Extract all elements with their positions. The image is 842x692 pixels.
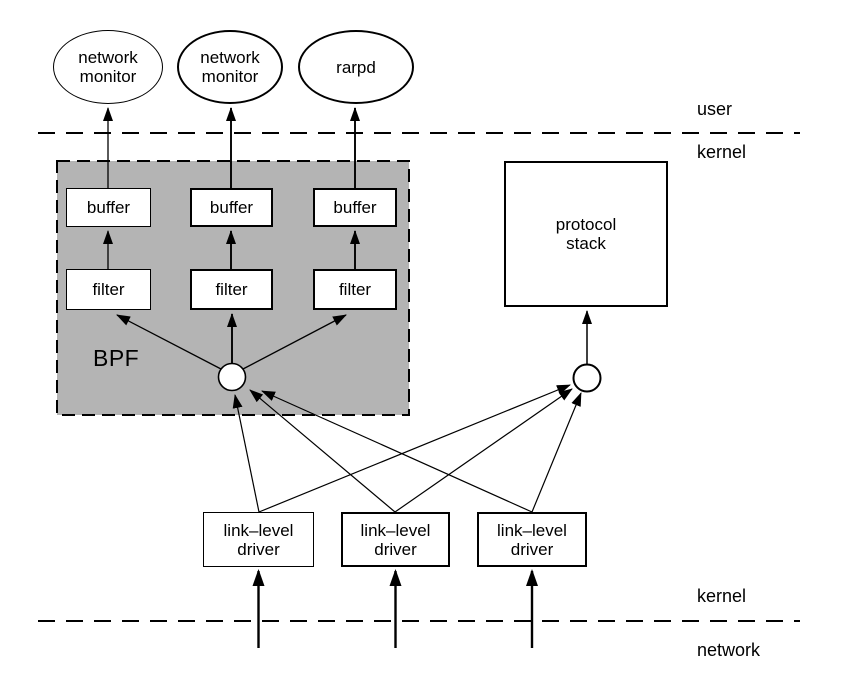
- driver-label: link–level driver: [497, 520, 567, 559]
- process-label: network monitor: [78, 48, 138, 86]
- process-node-rarpd: rarpd: [298, 30, 414, 104]
- filter-label: filter: [338, 280, 372, 299]
- buffer-box-3: buffer: [313, 188, 397, 227]
- buffer-label: buffer: [86, 198, 131, 217]
- layer-label-user: user: [697, 99, 733, 119]
- arrow-driver3-to-stack-tap: [531, 392, 582, 513]
- process-node-network-monitor-1: network monitor: [53, 30, 163, 104]
- arrow-driver2-to-bpf-tap: [249, 389, 396, 513]
- process-label: rarpd: [336, 57, 376, 77]
- arrow-driver3-to-bpf-tap: [261, 390, 533, 513]
- protocol-stack-box: protocol stack: [504, 161, 668, 307]
- arrow-driver1-to-bpf-tap: [232, 394, 260, 513]
- filter-label: filter: [215, 280, 248, 299]
- buffer-label: buffer: [209, 198, 254, 217]
- driver-label: link–level driver: [223, 520, 294, 559]
- arrow-driver2-to-stack-tap: [394, 388, 573, 513]
- driver-label: link–level driver: [360, 520, 431, 559]
- filter-box-1: filter: [66, 269, 151, 310]
- arrow-driver1-to-stack-tap: [258, 384, 571, 513]
- link-level-driver-box-3: link–level driver: [477, 512, 587, 567]
- bpf-region-label: BPF: [93, 345, 140, 371]
- protocol-stack-tap-circle: [572, 363, 602, 393]
- buffer-label: buffer: [333, 198, 377, 217]
- link-level-driver-box-2: link–level driver: [341, 512, 450, 567]
- arrow-tap-to-filter3: [242, 314, 347, 370]
- layer-label-kernel-bottom: kernel: [697, 586, 747, 606]
- link-level-driver-box-1: link–level driver: [203, 512, 314, 567]
- filter-box-2: filter: [190, 269, 273, 310]
- buffer-box-1: buffer: [66, 188, 151, 227]
- buffer-box-2: buffer: [190, 188, 273, 227]
- layer-label-kernel-top: kernel: [697, 142, 747, 162]
- bpf-tap-circle: [217, 362, 247, 392]
- process-label: network monitor: [200, 48, 260, 86]
- filter-label: filter: [92, 280, 125, 299]
- layer-label-network: network: [697, 640, 761, 660]
- filter-box-3: filter: [313, 269, 397, 310]
- process-node-network-monitor-2: network monitor: [177, 30, 283, 104]
- protocol-stack-label: protocol stack: [555, 215, 617, 253]
